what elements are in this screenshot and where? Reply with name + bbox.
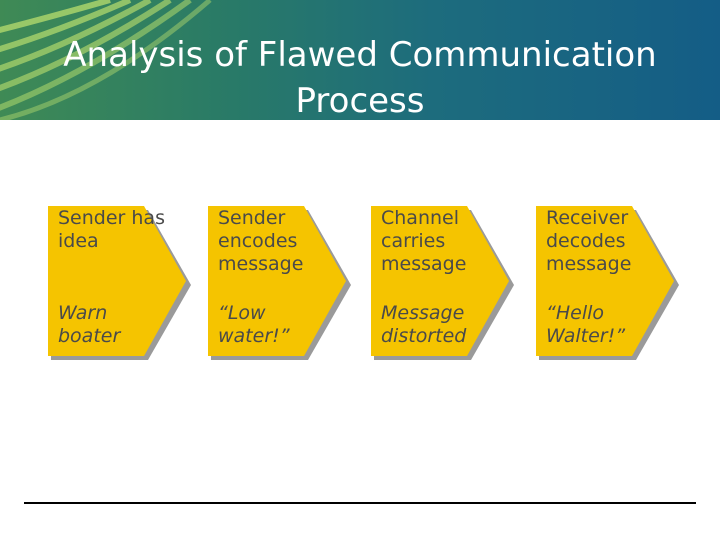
chevron-shape [536, 206, 679, 360]
step-label: Sender has idea [58, 207, 165, 252]
title-banner [0, 0, 720, 120]
chevron-shape [371, 206, 514, 360]
banner-stripes-decoration [0, 0, 212, 120]
step-label: Receiver decodes message [546, 207, 632, 275]
step-example: “Hello Walter!” [546, 302, 626, 347]
slide-title: Analysis of Flawed Communication Process [63, 35, 657, 121]
step-label: Channel carries message [381, 207, 467, 275]
step-sender-encodes: Sender encodes message “Low water!” [208, 197, 353, 365]
step-receiver-decodes: Receiver decodes message “Hello Walter!” [536, 197, 681, 365]
step-example: Warn boater [58, 302, 121, 347]
step-label: Sender encodes message [218, 207, 304, 275]
chevron-shape [48, 206, 191, 360]
title-overflow-mask [0, 120, 720, 160]
step-example: “Low water!” [218, 302, 290, 347]
step-sender-has-idea: Sender has idea Warn boater [48, 197, 193, 365]
chevron-shape [208, 206, 351, 360]
step-channel-carries: Channel carries message Message distorte… [371, 197, 516, 365]
footer-divider [24, 502, 696, 504]
step-example: Message distorted [381, 302, 467, 347]
